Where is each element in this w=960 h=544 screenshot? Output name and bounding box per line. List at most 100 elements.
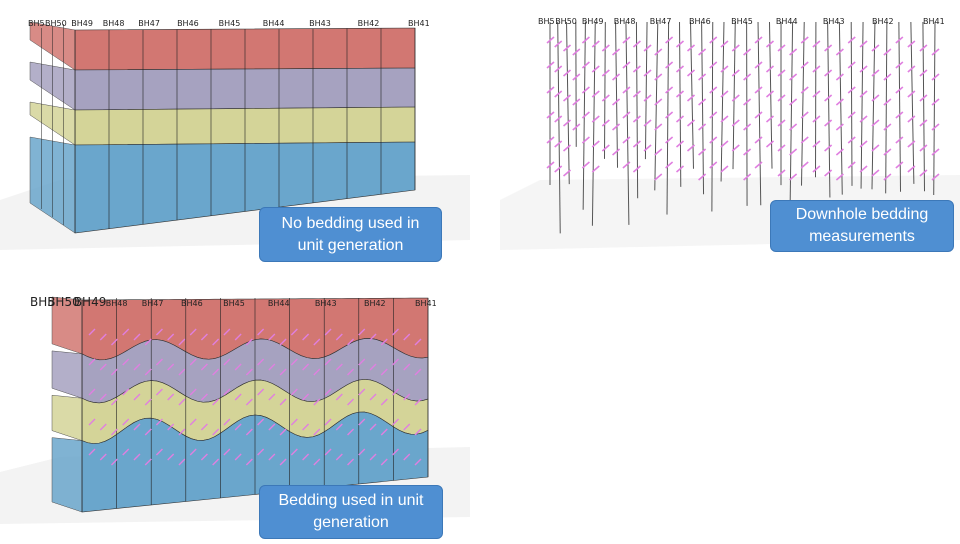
- borehole-line: [644, 21, 648, 160]
- borehole-line: [801, 21, 805, 186]
- bedding-marker: [88, 418, 96, 426]
- bedding-marker: [178, 338, 186, 346]
- bedding-marker: [824, 69, 833, 77]
- bedding-marker: [907, 90, 916, 98]
- bedding-marker: [178, 368, 186, 376]
- bedding-marker: [800, 111, 809, 119]
- borehole-label: BH46: [181, 299, 203, 308]
- bedding-marker: [665, 61, 674, 69]
- borehole-line: [701, 21, 705, 195]
- side-face-layer-2: [51, 350, 83, 399]
- bedding-marker: [554, 90, 563, 98]
- borehole-label: BH44: [263, 19, 285, 28]
- bedding-marker: [133, 333, 141, 341]
- bedding-marker: [392, 358, 400, 366]
- bedding-marker: [223, 388, 231, 396]
- bedding-marker: [563, 119, 572, 127]
- borehole-line: [838, 21, 843, 195]
- bedding-marker: [99, 363, 107, 371]
- bedding-marker: [665, 86, 674, 94]
- bedding-marker: [99, 453, 107, 461]
- bedding-marker: [847, 36, 856, 44]
- borehole-line: [768, 21, 773, 169]
- bedding-marker: [335, 423, 343, 431]
- bedding-marker: [643, 69, 652, 77]
- bedding-marker: [919, 69, 928, 77]
- borehole-label: BH43: [823, 17, 845, 26]
- bedding-marker: [601, 144, 610, 152]
- borehole-line: [933, 21, 936, 196]
- borehole-line: [860, 21, 864, 189]
- bedding-marker: [189, 328, 197, 336]
- bedding-marker: [347, 338, 355, 346]
- bedding-marker: [369, 333, 377, 341]
- bedding-marker: [358, 418, 366, 426]
- bedding-marker: [335, 393, 343, 401]
- bedding-marker: [403, 393, 411, 401]
- bedding-marker: [812, 140, 821, 148]
- bedding-marker: [907, 140, 916, 148]
- bedding-marker: [414, 458, 422, 466]
- bedding-marker: [871, 144, 880, 152]
- borehole-label: BH46: [689, 17, 711, 26]
- bedding-marker: [931, 173, 940, 181]
- bedding-marker: [144, 368, 152, 376]
- bedding-marker: [563, 144, 572, 152]
- bedding-marker: [414, 368, 422, 376]
- bedding-marker: [122, 388, 130, 396]
- bedding-marker: [871, 94, 880, 102]
- bedding-marker: [847, 61, 856, 69]
- bedding-marker: [675, 40, 685, 48]
- borehole-label: BH47: [138, 19, 160, 28]
- bedding-marker: [223, 448, 231, 456]
- bedding-marker: [800, 36, 809, 44]
- bedding-marker: [581, 161, 590, 169]
- bedding-marker: [313, 338, 321, 346]
- bedding-marker: [789, 98, 798, 106]
- bedding-marker: [313, 428, 321, 436]
- bedding-marker: [414, 398, 422, 406]
- bedding-marker: [622, 161, 631, 169]
- borehole-label: BH43: [315, 299, 337, 308]
- bedding-marker: [335, 333, 343, 341]
- bedding-marker: [847, 136, 856, 144]
- bedding-marker: [709, 61, 718, 69]
- bedding-marker: [155, 448, 163, 456]
- borehole-label: BH45: [731, 17, 753, 26]
- bedding-marker: [245, 368, 253, 376]
- bedding-marker: [200, 423, 208, 431]
- bedding-marker: [313, 458, 321, 466]
- bedding-marker: [581, 136, 590, 144]
- borehole-label: BH41: [415, 299, 437, 308]
- bedding-marker: [335, 453, 343, 461]
- bedding-marker: [612, 148, 621, 156]
- bedding-marker: [167, 333, 175, 341]
- bedding-marker: [189, 388, 197, 396]
- bedding-marker: [622, 86, 631, 94]
- bedding-marker: [234, 363, 242, 371]
- bedding-marker: [612, 98, 621, 106]
- bedding-marker: [279, 458, 287, 466]
- bedding-marker: [546, 161, 555, 169]
- bedding-marker: [572, 73, 581, 81]
- bedding-marker: [895, 36, 904, 44]
- bedding-marker: [302, 393, 310, 401]
- bedding-marker: [380, 338, 388, 346]
- borehole-line: [654, 21, 659, 191]
- bedding-marker: [155, 328, 163, 336]
- bedding-marker: [895, 161, 904, 169]
- bedding-marker: [847, 161, 856, 169]
- bedding-marker: [189, 448, 197, 456]
- bedding-marker: [709, 136, 718, 144]
- no-bedding-callout: No bedding used in unit generation: [259, 207, 442, 262]
- bedding-marker: [632, 115, 641, 123]
- bedding-marker: [369, 363, 377, 371]
- bedding-marker: [591, 65, 600, 73]
- bedding-marker: [110, 458, 118, 466]
- borehole-label: BH5: [28, 19, 45, 28]
- borehole-line: [720, 21, 725, 182]
- bedding-marker: [189, 358, 197, 366]
- bedding-marker: [144, 428, 152, 436]
- bedding-marker: [234, 423, 242, 431]
